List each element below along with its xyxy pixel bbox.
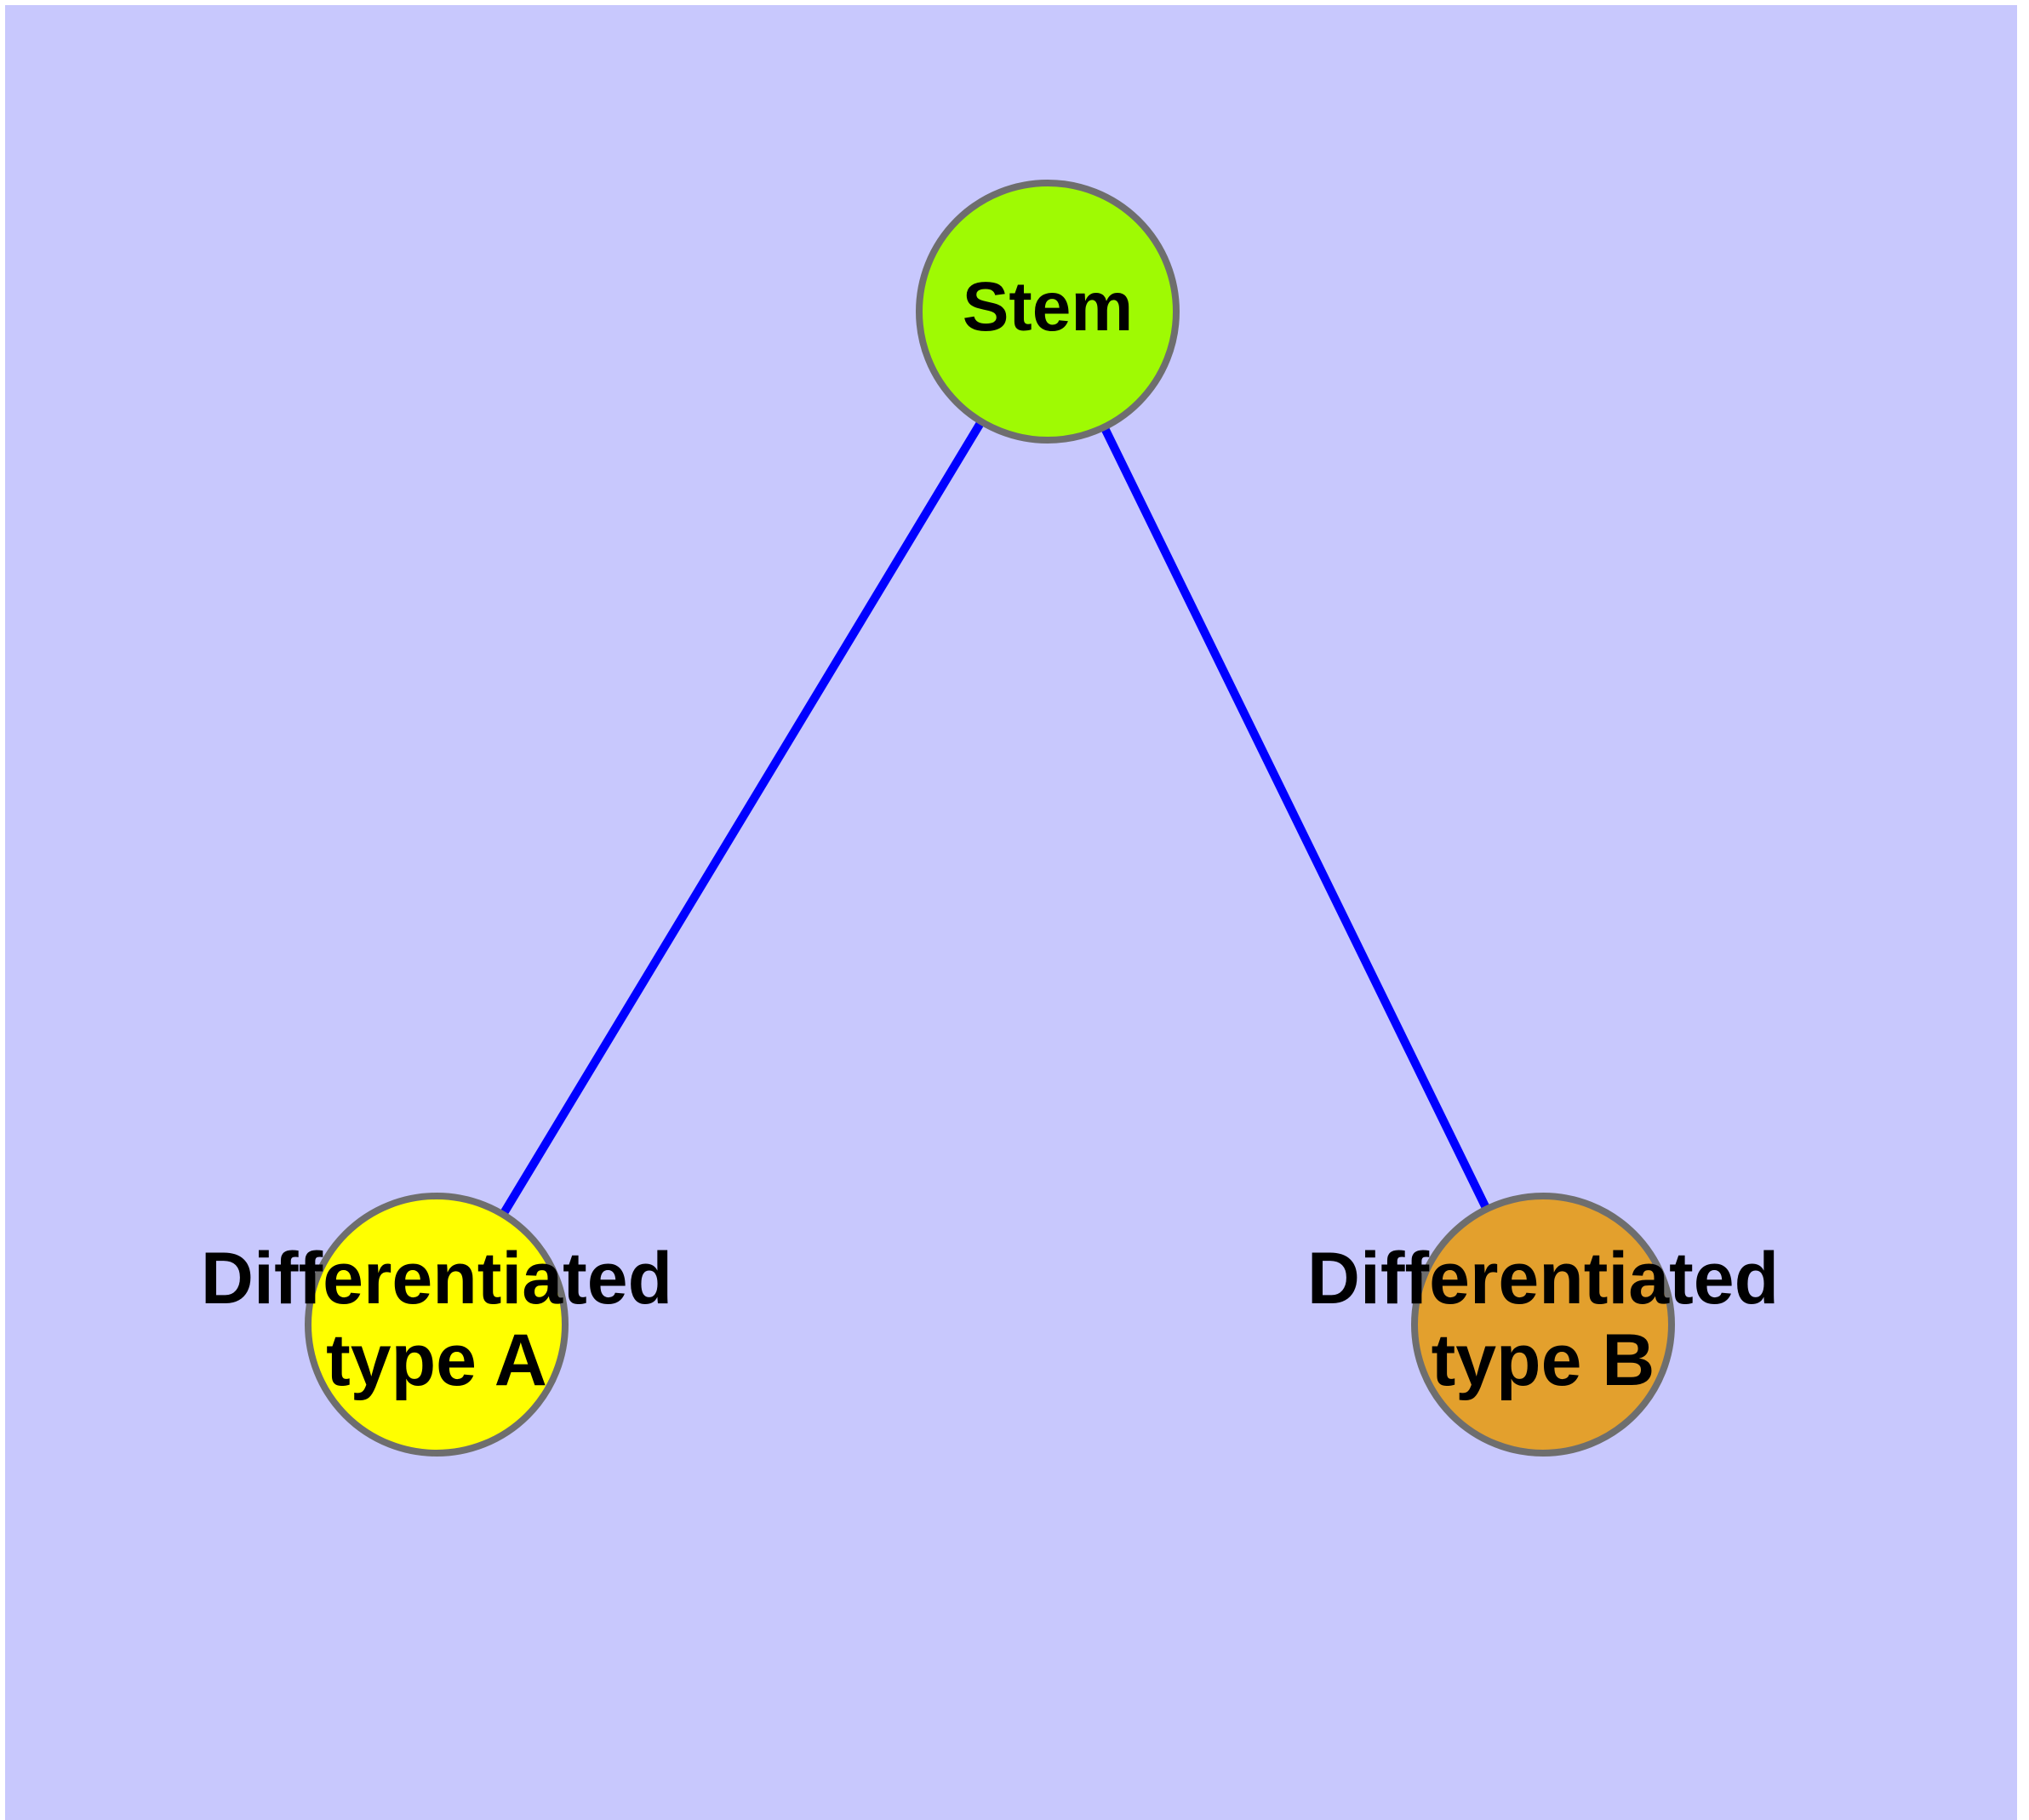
node-stem-label: Stem [963, 268, 1134, 346]
node-diff-b-circle[interactable] [1411, 1193, 1675, 1457]
node-label-line: type B [1432, 1319, 1655, 1401]
node-label-line: Differentiated [1307, 1238, 1779, 1319]
node-stem-circle[interactable] [916, 180, 1180, 444]
node-layer [305, 180, 1675, 1457]
edge-stem-to-diff-b[interactable] [1043, 309, 1547, 1327]
node-label-line: Differentiated [201, 1238, 672, 1319]
edge-stem-to-diff-a[interactable] [432, 309, 1052, 1327]
node-diff-a-circle[interactable] [305, 1193, 569, 1457]
node-label-line: Stem [963, 268, 1134, 346]
node-label-line: type A [326, 1319, 547, 1401]
edge-layer [432, 309, 1547, 1327]
node-stem[interactable] [916, 180, 1180, 444]
node-diff-a[interactable] [305, 1193, 569, 1457]
node-diff-b[interactable] [1411, 1193, 1675, 1457]
